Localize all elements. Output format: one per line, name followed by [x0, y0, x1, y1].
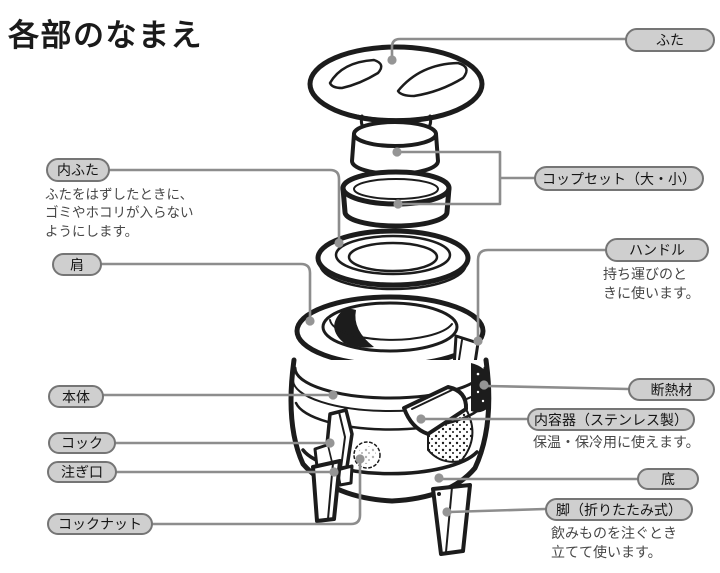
note-handle-line1: 持ち運びのと — [603, 267, 687, 283]
dot-futa — [387, 55, 397, 65]
dot-handle — [473, 336, 483, 346]
lid-illustration — [307, 44, 485, 124]
cup-large-illustration — [340, 169, 452, 229]
insulation-cutaway-illustration — [427, 363, 489, 463]
leader-handle — [476, 248, 607, 342]
note-folding-legs: 飲みものを注ぐとき 立てて使います。 — [551, 525, 677, 563]
leader-ashi — [447, 507, 547, 514]
leader-kokkunatto — [151, 458, 362, 526]
dot-naiyouki — [416, 414, 426, 424]
leader-dannetsuzai — [484, 384, 630, 391]
note-inner-lid-line3: ようにします。 — [45, 223, 139, 240]
label-lid: ふた — [625, 28, 715, 52]
dot-cup-large — [393, 199, 403, 209]
label-cup-set: コップセット（大・小） — [534, 166, 704, 191]
label-main-body: 本体 — [48, 385, 104, 408]
note-folding-legs-line1: 飲みものを注ぐとき — [551, 526, 677, 542]
label-shoulder: 肩 — [52, 253, 102, 276]
inner-lid-illustration — [315, 228, 471, 291]
label-bottom: 底 — [637, 468, 699, 490]
leader-kata — [100, 262, 312, 322]
note-handle: 持ち運びのと きに使います。 — [603, 266, 700, 304]
dot-kata — [305, 316, 315, 326]
note-handle-line2: きに使います。 — [603, 286, 700, 303]
callout-anchor-dots — [305, 55, 489, 517]
label-inner-container: 内容器（ステンレス製） — [527, 408, 695, 431]
note-folding-legs-line2: 立てて使います。 — [551, 545, 662, 562]
shoulder-illustration — [294, 294, 486, 368]
label-handle: ハンドル — [605, 238, 709, 262]
note-inner-lid: ふたをはずしたときに、 ゴミやホコリが入らない ようにします。 — [45, 186, 194, 241]
note-inner-lid-line1: ふたをはずしたときに、 — [45, 187, 194, 203]
legs-illustration — [311, 459, 472, 556]
dot-soko — [434, 473, 444, 483]
label-cock: コック — [48, 432, 116, 454]
dot-ashi — [442, 507, 452, 517]
dot-tsugiguchi — [329, 467, 339, 477]
page-title: 各部のなまえ — [8, 18, 203, 54]
note-inner-container: 保温・保冷用に使えます。 — [533, 434, 700, 453]
dot-uchifuta — [334, 238, 344, 248]
dot-kokkunatto — [355, 454, 365, 464]
note-inner-lid-line2: ゴミやホコリが入らない — [45, 205, 194, 222]
dot-dannetsuzai — [479, 380, 489, 390]
dot-cup-small — [392, 147, 402, 157]
label-cock-nut: コックナット — [47, 513, 153, 535]
callout-leader-lines — [100, 37, 639, 526]
leader-uchifuta — [106, 168, 341, 244]
leader-cupset — [395, 150, 536, 206]
dot-kokku — [325, 438, 335, 448]
label-inner-lid: 内ふた — [46, 158, 110, 182]
label-insulation: 断熱材 — [628, 378, 715, 401]
note-inner-container-line1: 保温・保冷用に使えます。 — [533, 435, 700, 451]
leader-futa — [390, 37, 627, 62]
dot-hontai — [328, 390, 338, 400]
label-spout: 注ぎ口 — [47, 461, 117, 483]
label-folding-legs: 脚（折りたたみ式） — [545, 498, 693, 521]
